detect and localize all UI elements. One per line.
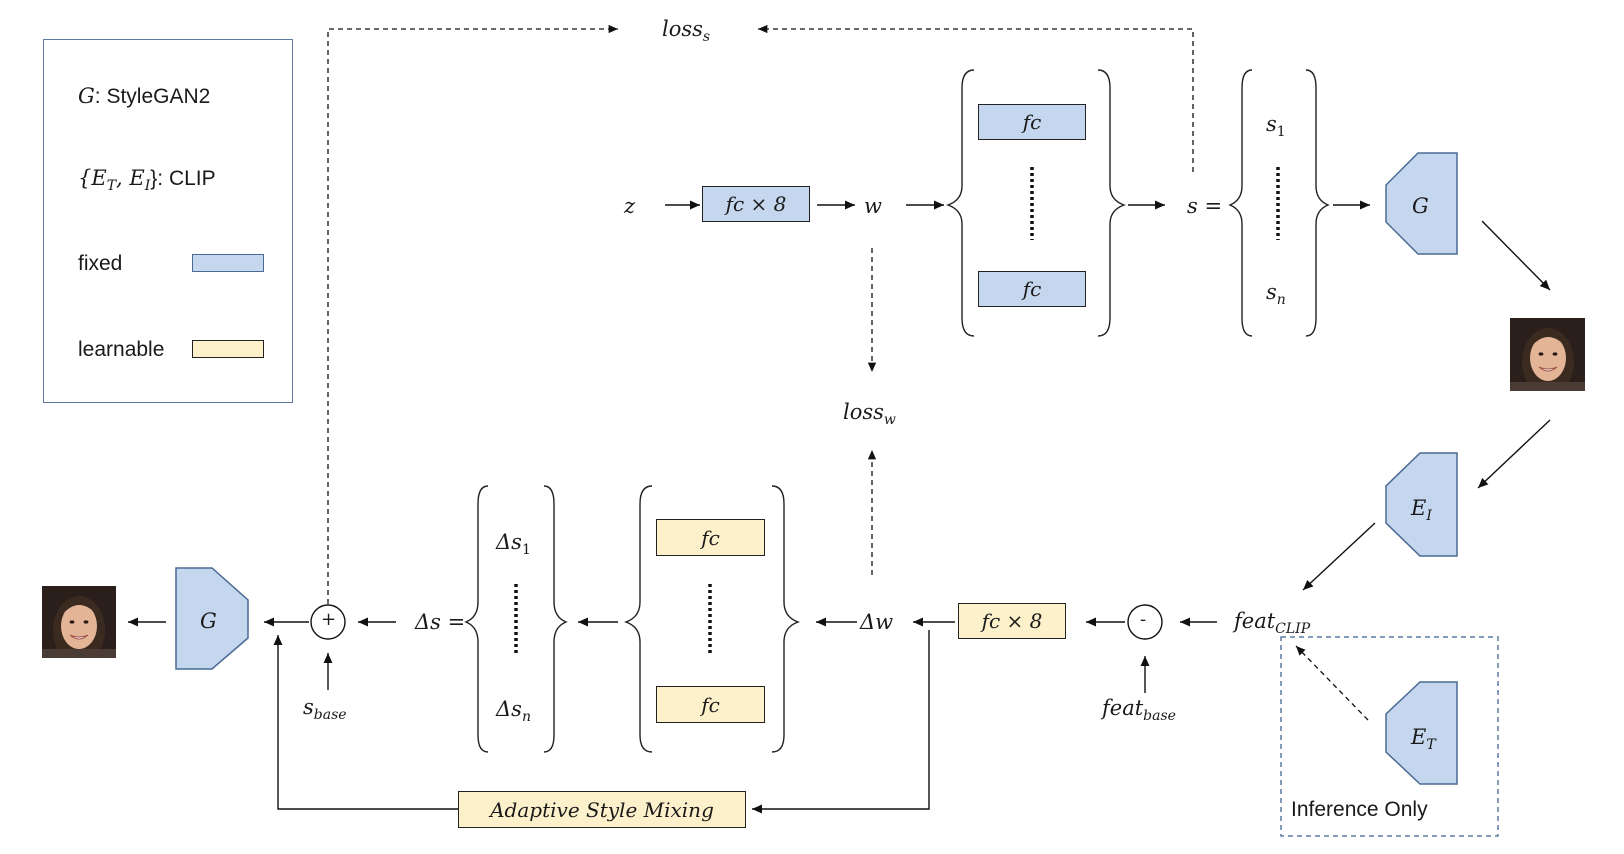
minus-circle — [1127, 604, 1163, 640]
text-encoder-label: ET — [1411, 725, 1436, 754]
brace-bottom-affine-left — [623, 485, 653, 753]
legend-learnable-swatch — [192, 340, 264, 358]
dashed-et-to-feat — [1295, 645, 1369, 721]
arrow-ei-to-feat — [1302, 522, 1376, 591]
brace-bottom-affine-right — [771, 485, 801, 753]
top-affine-fc-n: fc — [978, 271, 1086, 307]
style-sn: sn — [1266, 280, 1286, 309]
feat-base-label: featbase — [1102, 696, 1176, 725]
text-encoder-shape — [1385, 681, 1458, 785]
output-face-image — [42, 586, 116, 658]
latent-z: z — [624, 194, 636, 218]
delta-s1: Δs1 — [496, 530, 531, 559]
style-s1: s1 — [1266, 112, 1286, 141]
generator-top-label: G — [1412, 194, 1429, 218]
s-base-label: sbase — [303, 695, 347, 724]
plus-sign: + — [321, 609, 337, 630]
inference-only-label: Inference Only — [1291, 798, 1428, 821]
inference-only-box — [1280, 636, 1499, 837]
legend-learnable-label: learnable — [78, 338, 165, 361]
arrow-face-to-ei — [1477, 419, 1551, 489]
arrow-generator-to-face — [1481, 220, 1551, 291]
legend-generator: G: StyleGAN2 — [78, 84, 211, 108]
plus-circle — [310, 604, 346, 640]
image-encoder-shape — [1385, 452, 1458, 557]
bottom-mapping-network: fc × 8 — [958, 603, 1066, 639]
generator-bottom-shape — [175, 567, 249, 670]
adaptive-style-mixing-box: Adaptive Style Mixing — [458, 791, 746, 828]
generator-bottom-label: G — [200, 609, 217, 633]
delta-w-label: Δw — [860, 610, 894, 634]
generator-top-shape — [1385, 152, 1458, 255]
bottom-affine-fc-1: fc — [656, 519, 765, 556]
top-mapping-network: fc × 8 — [702, 186, 810, 222]
brace-top-affine-left — [945, 69, 975, 337]
delta-sn: Δsn — [496, 697, 531, 726]
arrow-dw-to-asm — [752, 630, 930, 814]
generated-face-image — [1510, 318, 1585, 391]
feat-clip-label: featCLIP — [1234, 609, 1311, 638]
style-s-equals: s = — [1187, 194, 1223, 218]
arrow-asm-to-generator — [273, 635, 458, 810]
latent-w: w — [864, 194, 882, 218]
brace-top-affine-right — [1097, 69, 1127, 337]
delta-s-equals: Δs = — [415, 610, 466, 634]
brace-ds-right — [543, 485, 568, 753]
legend-clip: {ET, EI}: CLIP — [78, 166, 216, 195]
top-affine-fc-1: fc — [978, 104, 1086, 140]
legend-fixed-label: fixed — [78, 252, 123, 275]
brace-s-right — [1305, 69, 1330, 337]
brace-s-left — [1228, 69, 1253, 337]
loss-w-label: lossw — [843, 400, 896, 429]
dashed-plus-to-loss-s — [327, 24, 618, 604]
legend-panel: G: StyleGAN2 {ET, EI}: CLIP fixed learna… — [43, 39, 293, 403]
legend-fixed-swatch — [192, 254, 264, 272]
loss-s-label: losss — [662, 17, 711, 46]
dashed-s-to-loss-s — [758, 24, 1194, 172]
bottom-affine-fc-n: fc — [656, 686, 765, 723]
image-encoder-label: EI — [1411, 496, 1432, 525]
brace-ds-left — [464, 485, 489, 753]
minus-sign: - — [1140, 609, 1147, 630]
